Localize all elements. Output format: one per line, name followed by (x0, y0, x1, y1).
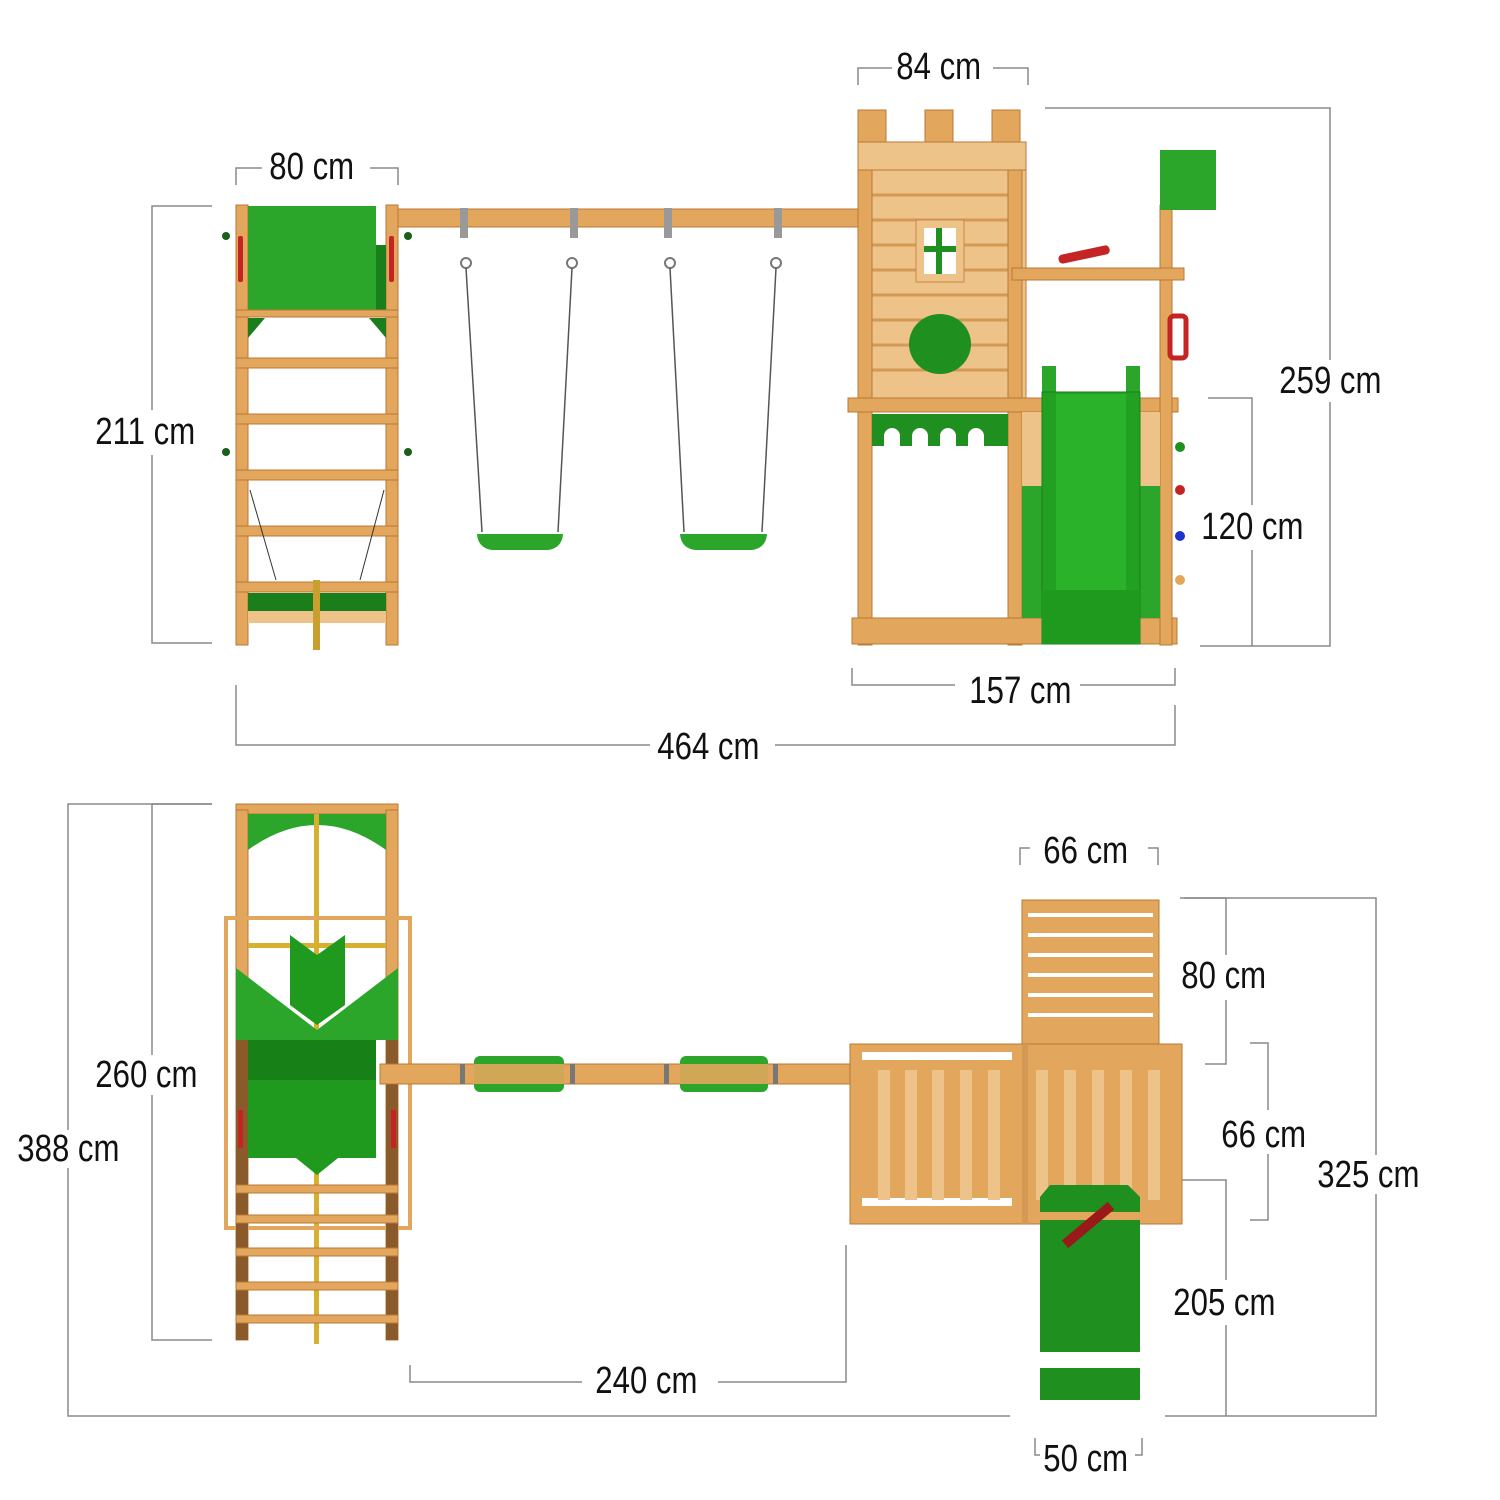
swing-right (664, 208, 782, 550)
dim-total-depth-left: 388 cm (14, 1130, 123, 1168)
dim-ladder-width: 80 cm (266, 148, 358, 186)
dim-platform-depth: 66 cm (1218, 1116, 1310, 1154)
swing-beam-top (379, 1056, 873, 1092)
dim-left-module-depth: 260 cm (92, 1056, 201, 1094)
dim-tower-width: 84 cm (893, 48, 985, 86)
right-module-top (849, 899, 1183, 1400)
dim-climbing-wall-depth: 80 cm (1178, 957, 1270, 995)
castle-tower (847, 109, 1179, 646)
dim-total-width: 464 cm (654, 728, 763, 766)
front-view (151, 67, 1331, 746)
dim-total-depth-right: 325 cm (1314, 1156, 1423, 1194)
dim-total-height: 259 cm (1276, 362, 1385, 400)
dim-platform-height: 120 cm (1198, 508, 1307, 546)
dim-swing-beam-span: 240 cm (592, 1362, 701, 1400)
dim-ladder-height: 211 cm (92, 413, 199, 451)
dim-tower-base-width: 157 cm (966, 672, 1075, 710)
ladder-tower (222, 204, 412, 650)
dim-climbing-wall-width: 66 cm (1040, 832, 1132, 870)
slide-platform (1011, 150, 1216, 646)
dim-slide-length: 205 cm (1170, 1284, 1279, 1322)
top-view (67, 803, 1377, 1456)
top-dimension-lines (67, 803, 1377, 1456)
front-dimension-lines (151, 67, 1331, 746)
swing-left (460, 208, 578, 550)
dim-slide-width: 50 cm (1040, 1440, 1132, 1478)
